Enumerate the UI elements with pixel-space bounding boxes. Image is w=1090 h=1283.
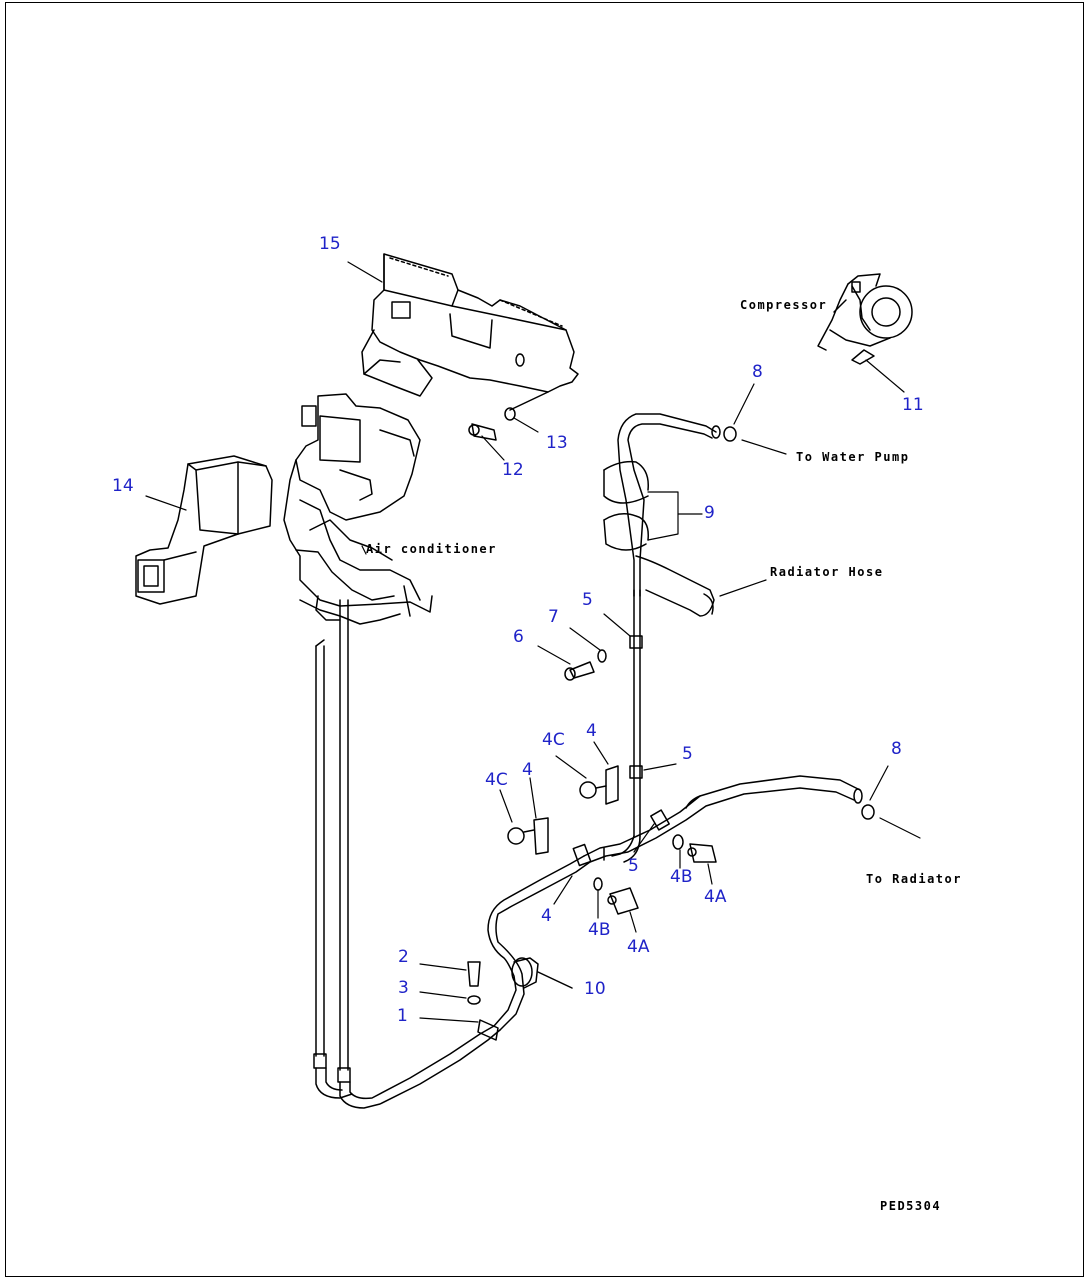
callout-1: 1 xyxy=(397,1006,408,1026)
callout-15: 15 xyxy=(319,234,341,254)
callout-12: 12 xyxy=(502,460,524,480)
vertical-pipe-5 xyxy=(611,589,643,863)
callout-4A-upper: 4A xyxy=(704,887,727,907)
note-air-conditioner: Air conditioner xyxy=(366,542,497,556)
callout-8-upper: 8 xyxy=(752,362,763,382)
callout-4C-left: 4C xyxy=(485,770,508,790)
clamp-1 xyxy=(477,1019,499,1041)
callout-4-left: 4 xyxy=(522,760,533,780)
callout-7: 7 xyxy=(548,607,559,627)
duct-left-part xyxy=(135,455,273,605)
bolt-2 xyxy=(467,961,481,987)
callout-9: 9 xyxy=(704,503,715,523)
compressor xyxy=(817,273,913,365)
washer-8-upper xyxy=(723,426,737,442)
bolt-4A-upper xyxy=(687,843,717,863)
callout-3: 3 xyxy=(398,978,409,998)
hose-9 xyxy=(603,413,721,617)
note-water-pump: To Water Pump xyxy=(796,450,910,464)
drawing-frame xyxy=(5,2,1084,1277)
callout-4-lower: 4 xyxy=(541,906,552,926)
callout-4C-right: 4C xyxy=(542,730,565,750)
callout-4-right: 4 xyxy=(586,721,597,741)
duct-top-part xyxy=(361,253,579,411)
callout-4B-upper: 4B xyxy=(670,867,693,887)
clamp-4-left xyxy=(507,817,549,855)
note-radiator: To Radiator xyxy=(866,872,962,886)
callout-6: 6 xyxy=(513,627,524,647)
callout-5-middle: 5 xyxy=(682,744,693,764)
washer-4B-upper xyxy=(672,834,684,850)
washer-3 xyxy=(467,995,481,1005)
hose-10 xyxy=(487,855,591,1031)
callout-11: 11 xyxy=(902,395,924,415)
callout-13: 13 xyxy=(546,433,568,453)
callout-5-top: 5 xyxy=(582,590,593,610)
washer-13 xyxy=(504,407,516,421)
leader-lines xyxy=(145,261,905,1023)
clamp-4-right xyxy=(579,765,619,805)
washer-4B-lower xyxy=(593,877,603,891)
note-arrows xyxy=(361,439,921,839)
washer-7 xyxy=(597,649,607,663)
heater-pipes xyxy=(313,599,501,1109)
washer-8-lower xyxy=(861,804,875,820)
bolt-6 xyxy=(564,661,595,681)
note-compressor: Compressor xyxy=(740,298,828,312)
callout-8-lower: 8 xyxy=(891,739,902,759)
callout-10: 10 xyxy=(584,979,606,999)
bolt-4A-lower xyxy=(607,887,639,915)
callout-14: 14 xyxy=(112,476,134,496)
callout-2: 2 xyxy=(398,947,409,967)
drawing-code: PED5304 xyxy=(880,1199,942,1213)
note-radiator-hose: Radiator Hose xyxy=(770,565,884,579)
bolt-12 xyxy=(468,423,497,441)
air-conditioner-unit xyxy=(283,393,433,625)
callout-4B-lower: 4B xyxy=(588,920,611,940)
radiator-pipe xyxy=(572,775,863,867)
callout-4A-lower: 4A xyxy=(627,937,650,957)
callout-5-bottom: 5 xyxy=(628,856,639,876)
